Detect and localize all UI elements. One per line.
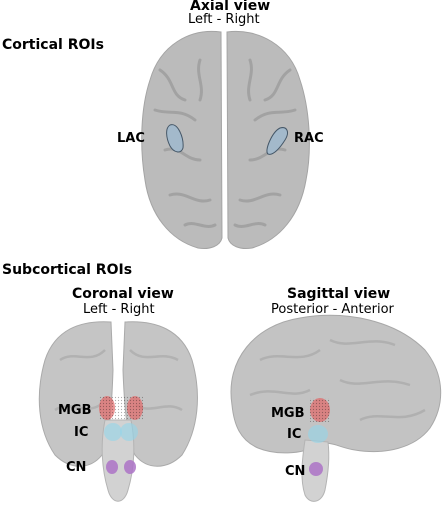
rac-roi — [266, 127, 288, 155]
coronal-cn-left-roi — [106, 460, 118, 474]
sagittal-view-title: Sagittal view — [287, 286, 391, 302]
coronal-ic-label: IC — [74, 425, 88, 440]
coronal-cn-label: CN — [66, 460, 86, 475]
lac-roi — [166, 124, 184, 153]
cortical-rois-heading: Cortical ROIs — [2, 37, 104, 53]
rac-label: RAC — [294, 131, 324, 146]
sagittal-mgb-label: MGB — [271, 406, 305, 421]
sagittal-cn-label: CN — [285, 464, 305, 479]
coronal-brain — [38, 321, 198, 502]
coronal-cn-right-roi — [124, 460, 136, 474]
axial-view-subtitle: Left - Right — [188, 12, 260, 27]
sagittal-cn-roi — [309, 462, 323, 476]
sagittal-cerebrum — [230, 314, 442, 454]
coronal-ic-right-roi — [120, 423, 138, 441]
sagittal-view-subtitle: Posterior - Anterior — [271, 302, 394, 317]
coronal-ic-left-roi — [104, 423, 122, 441]
lac-label: LAC — [117, 131, 145, 146]
sagittal-ic-roi — [308, 425, 328, 443]
axial-brain — [141, 30, 310, 249]
axial-view-title: Axial view — [190, 0, 271, 14]
sagittal-brain — [230, 314, 442, 502]
subcortical-rois-heading: Subcortical ROIs — [2, 262, 133, 278]
coronal-view-title: Coronal view — [72, 286, 174, 302]
coronal-mgb-label: MGB — [58, 403, 92, 418]
coronal-view-subtitle: Left - Right — [83, 302, 155, 317]
sagittal-ic-label: IC — [287, 427, 301, 442]
